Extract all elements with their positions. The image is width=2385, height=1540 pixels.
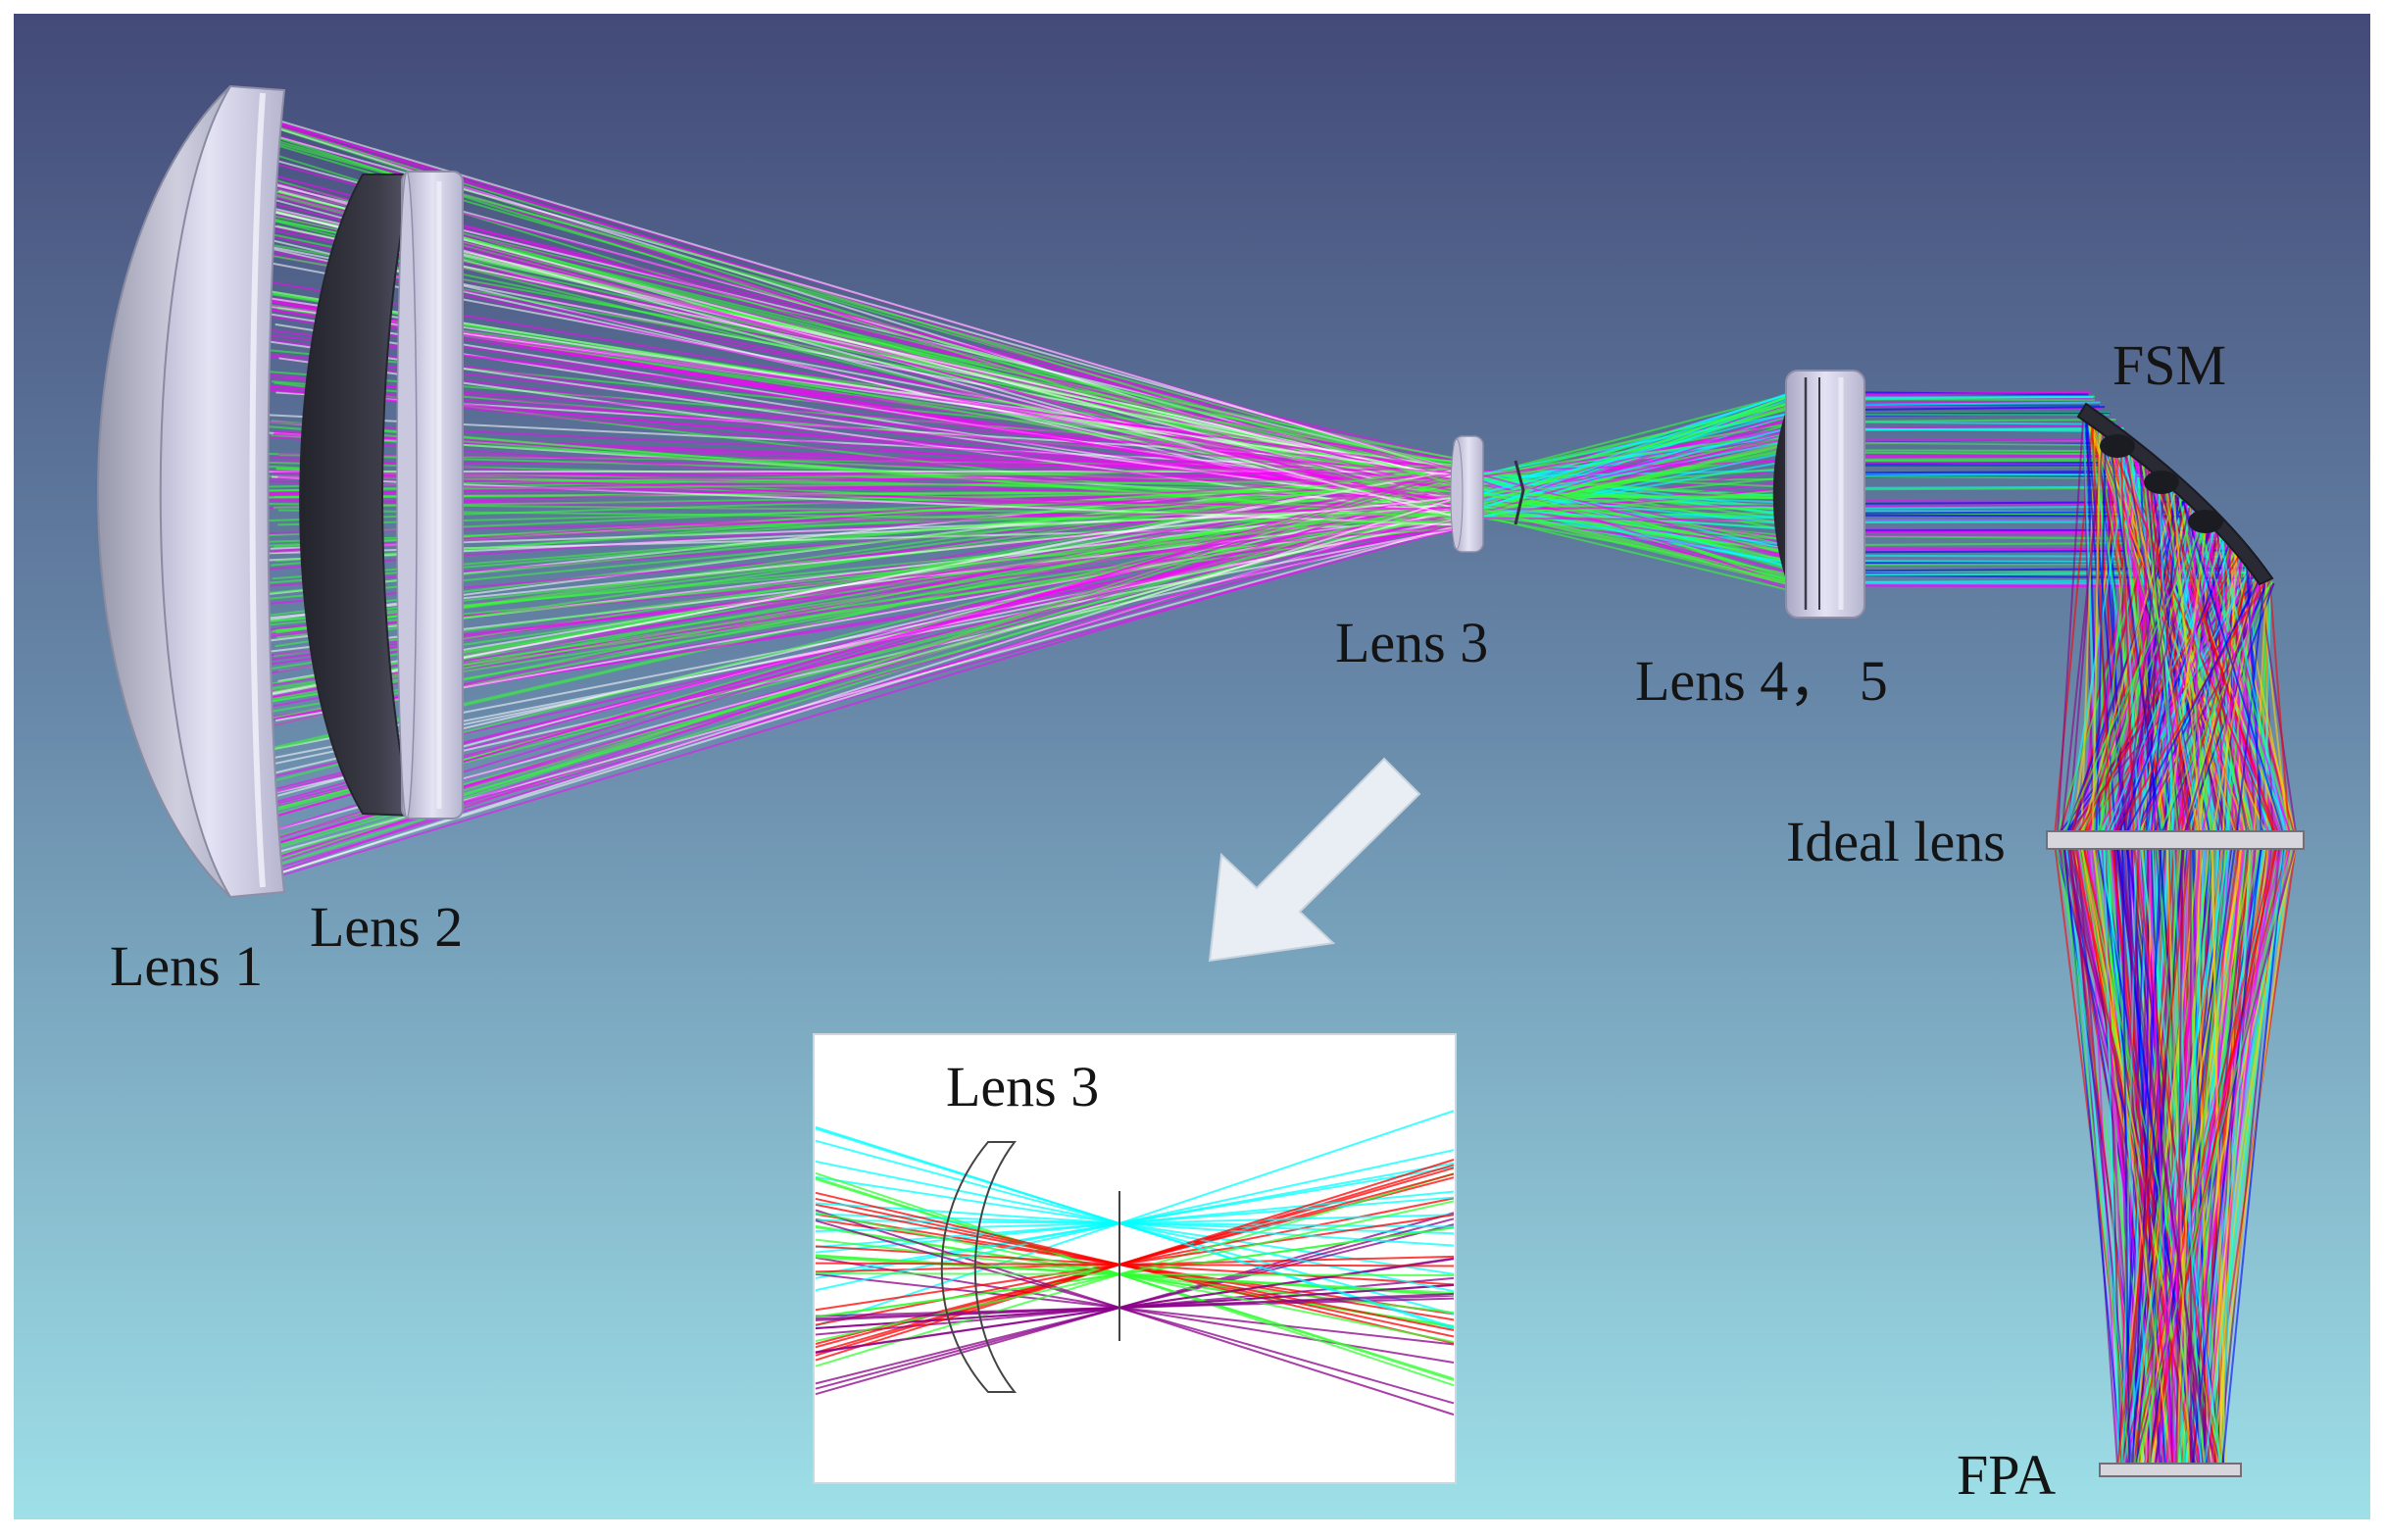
- focal-plane-array: [2100, 1464, 2241, 1476]
- label-lens-4-5: Lens 4， 5: [1635, 649, 1888, 713]
- label-fpa: FPA: [1957, 1443, 2056, 1507]
- lens-3-inset: [814, 1034, 1456, 1483]
- label-lens-2: Lens 2: [310, 895, 463, 959]
- label-lens-3: Lens 3: [1335, 611, 1488, 674]
- label-ideal-lens: Ideal lens: [1786, 810, 2006, 873]
- lens-4-5: [1774, 371, 1865, 618]
- ideal-lens: [2047, 831, 2304, 849]
- label-inset-lens-3: Lens 3: [946, 1055, 1099, 1118]
- label-fsm: FSM: [2112, 333, 2226, 397]
- label-lens-1: Lens 1: [110, 934, 263, 998]
